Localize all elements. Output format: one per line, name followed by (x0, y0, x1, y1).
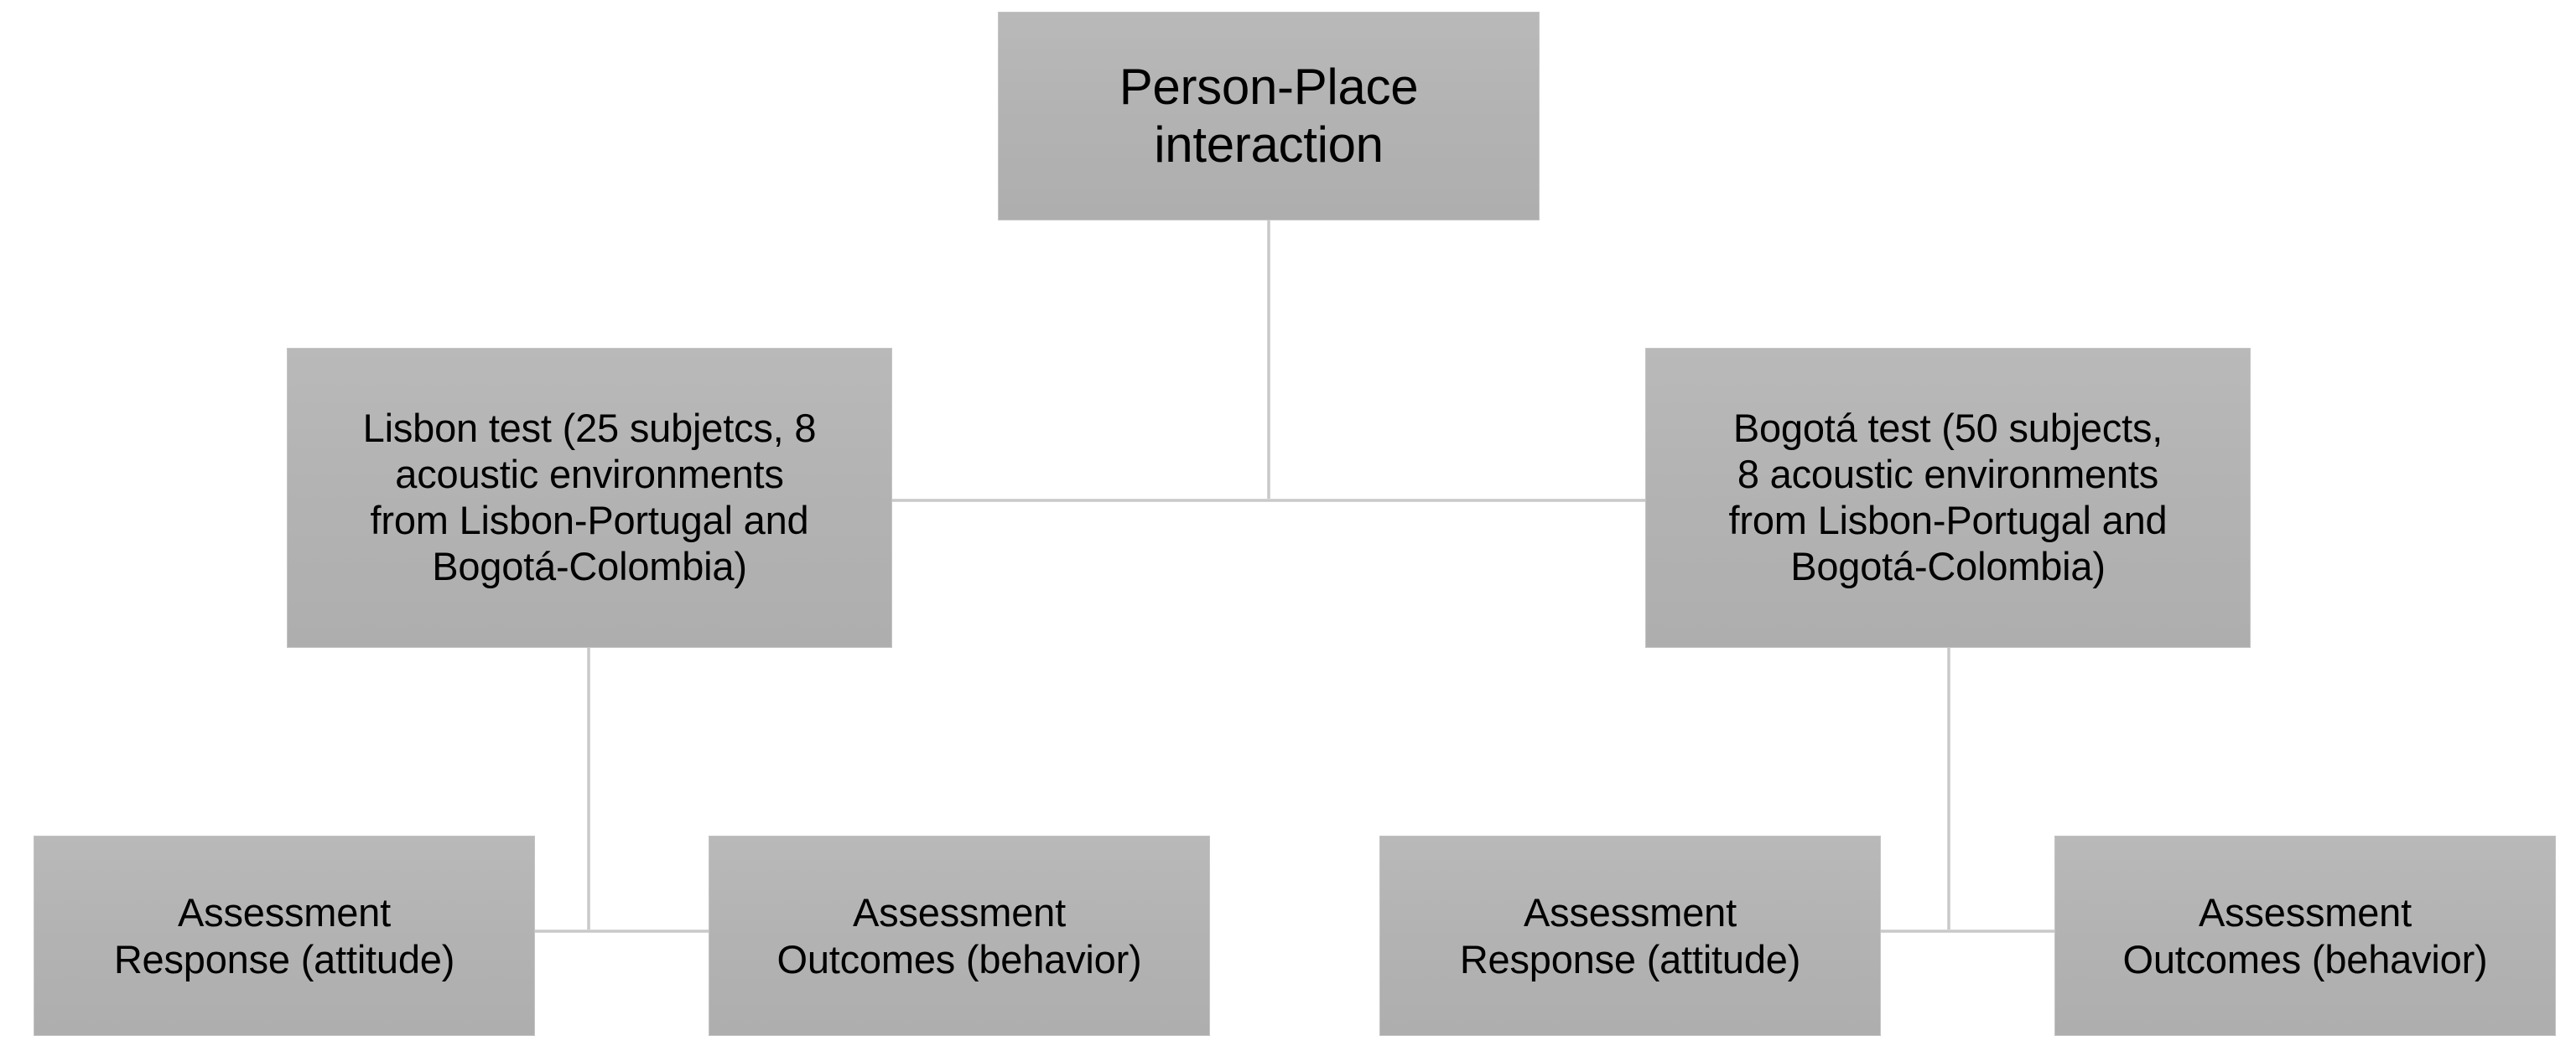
connector-right-leaf-bus (1880, 930, 2054, 933)
node-person-place-interaction: Person-Place interaction (998, 12, 1540, 220)
node-lisbon-test: Lisbon test (25 subjetcs, 8 acoustic env… (287, 348, 892, 648)
connector-left-leaf-bus (534, 930, 709, 933)
node-lisbon-assessment-outcomes: Assessment Outcomes (behavior) (709, 836, 1210, 1036)
node-bogota-assessment-outcomes: Assessment Outcomes (behavior) (2054, 836, 2556, 1036)
connector-root-stem (1267, 220, 1270, 502)
connector-right-branch-stem (1947, 647, 1950, 933)
connector-left-branch-stem (587, 647, 590, 933)
node-lisbon-assessment-response: Assessment Response (attitude) (34, 836, 535, 1036)
node-bogota-test: Bogotá test (50 subjects, 8 acoustic env… (1645, 348, 2251, 648)
connector-branch-bus (891, 499, 1645, 502)
node-bogota-assessment-response: Assessment Response (attitude) (1379, 836, 1881, 1036)
